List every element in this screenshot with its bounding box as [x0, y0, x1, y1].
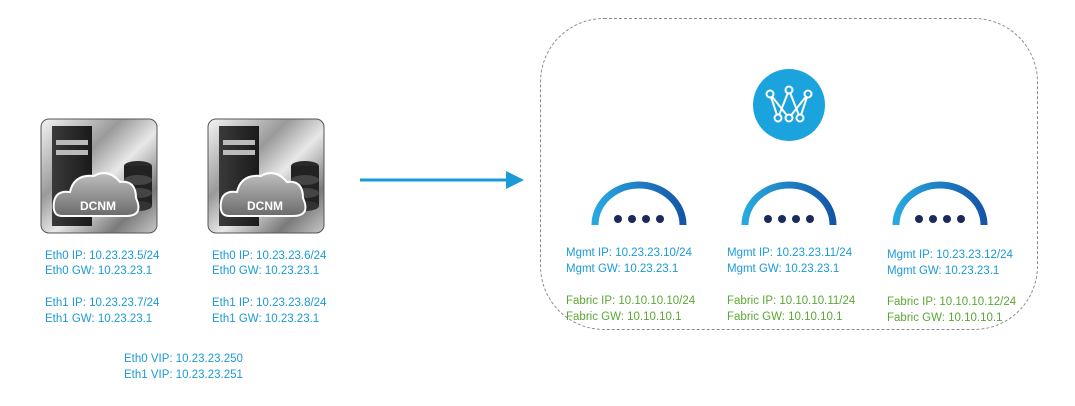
node-2-fabric-gw: Fabric GW: 10.10.10.1: [727, 311, 843, 323]
server-1-eth0-ip: Eth0 IP: 10.23.23.5/24: [45, 250, 160, 262]
server-2-eth0-gw: Eth0 GW: 10.23.23.1: [212, 265, 320, 277]
cluster-node-icon: [587, 177, 691, 227]
server-1-eth1-gw: Eth1 GW: 10.23.23.1: [45, 313, 153, 325]
node-1-mgmt-gw: Mgmt GW: 10.23.23.1: [566, 263, 679, 275]
node-3-mgmt-ip: Mgmt IP: 10.23.23.12/24: [887, 249, 1013, 261]
cluster-node-icon: [737, 177, 841, 227]
node-1-fabric-ip: Fabric IP: 10.10.10.10/24: [566, 295, 696, 307]
server-name-label: DCNM: [247, 199, 283, 213]
server-1-eth1-ip: Eth1 IP: 10.23.23.7/24: [45, 297, 160, 309]
node-3-mgmt-gw: Mgmt GW: 10.23.23.1: [887, 265, 1000, 277]
server-name-label: DCNM: [80, 199, 116, 213]
node-3-fabric-gw: Fabric GW: 10.10.10.1: [887, 312, 1003, 324]
node-1-fabric-gw: Fabric GW: 10.10.10.1: [566, 311, 682, 323]
node-2-mgmt-ip: Mgmt IP: 10.23.23.11/24: [727, 247, 853, 259]
dcnm-server-icon: DCNM: [207, 118, 325, 234]
server-2-eth1-gw: Eth1 GW: 10.23.23.1: [212, 313, 320, 325]
eth1-vip-label: Eth1 VIP: 10.23.23.251: [124, 369, 243, 381]
node-2-mgmt-gw: Mgmt GW: 10.23.23.1: [727, 263, 840, 275]
cluster-node-icon: [888, 177, 992, 227]
eth0-vip-label: Eth0 VIP: 10.23.23.250: [124, 353, 243, 365]
node-1-mgmt-ip: Mgmt IP: 10.23.23.10/24: [566, 247, 692, 259]
server-2-eth0-ip: Eth0 IP: 10.23.23.6/24: [212, 250, 327, 262]
node-2-fabric-ip: Fabric IP: 10.10.10.11/24: [727, 295, 856, 307]
node-3-fabric-ip: Fabric IP: 10.10.10.12/24: [887, 296, 1017, 308]
cluster-boundary: [540, 18, 1038, 330]
fabric-logo-icon: [752, 68, 826, 142]
server-2-eth1-ip: Eth1 IP: 10.23.23.8/24: [212, 297, 327, 309]
dcnm-server-icon: DCNM: [40, 118, 158, 234]
migration-arrow-icon: [360, 168, 526, 192]
server-1-eth0-gw: Eth0 GW: 10.23.23.1: [45, 265, 153, 277]
